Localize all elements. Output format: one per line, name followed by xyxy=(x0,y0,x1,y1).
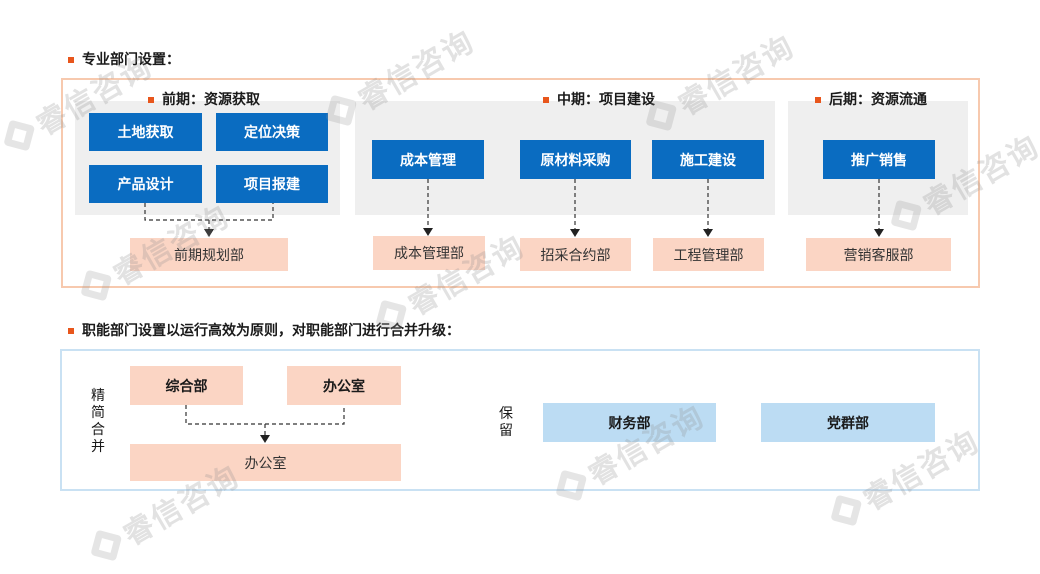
function-construction: 施工建设 xyxy=(652,140,764,179)
keep-label: 保留 xyxy=(499,406,513,439)
retained-party-affairs: 党群部 xyxy=(761,403,935,442)
function-positioning: 定位决策 xyxy=(216,113,328,151)
connector-merge-bracket xyxy=(185,405,345,425)
function-land: 土地获取 xyxy=(89,113,202,151)
arrowhead-icon xyxy=(570,229,580,237)
arrowhead-icon xyxy=(874,229,884,237)
bullet-icon xyxy=(148,97,154,103)
section2-heading-text: 职能部门设置以运行高效为原则，对职能部门进行合并升级： xyxy=(82,323,460,339)
merge-result-office: 办公室 xyxy=(130,444,401,481)
bullet-icon xyxy=(68,328,74,334)
department-engineering: 工程管理部 xyxy=(653,238,764,271)
arrowhead-icon xyxy=(204,229,214,237)
bullet-icon xyxy=(543,97,549,103)
bullet-icon xyxy=(815,97,821,103)
arrowhead-icon xyxy=(260,435,270,443)
department-marketing: 营销客服部 xyxy=(806,238,951,271)
section2-frame xyxy=(60,349,980,491)
retained-finance: 财务部 xyxy=(543,403,716,442)
bullet-icon xyxy=(68,57,74,63)
connector-early-bracket xyxy=(144,203,274,221)
function-project-report: 项目报建 xyxy=(216,165,328,203)
section1-heading-text: 专业部门设置： xyxy=(82,52,180,68)
department-early-planning: 前期规划部 xyxy=(130,238,288,271)
phase-label-early: 前期：资源获取 xyxy=(148,91,260,109)
section2-heading: 职能部门设置以运行高效为原则，对职能部门进行合并升级： xyxy=(68,322,460,340)
section1-heading: 专业部门设置： xyxy=(68,51,180,69)
merge-source-general: 综合部 xyxy=(130,366,243,405)
function-product-design: 产品设计 xyxy=(89,165,202,203)
section1-frame xyxy=(61,78,980,288)
merge-source-office: 办公室 xyxy=(287,366,401,405)
department-cost: 成本管理部 xyxy=(373,236,485,270)
department-procurement: 招采合约部 xyxy=(520,238,631,271)
merge-label: 精简合并 xyxy=(91,388,105,455)
phase-label-late: 后期：资源流通 xyxy=(815,91,927,109)
arrowhead-icon xyxy=(703,229,713,237)
function-promotion: 推广销售 xyxy=(823,140,935,179)
function-material: 原材料采购 xyxy=(520,140,631,179)
arrowhead-icon xyxy=(423,228,433,236)
connector-layer xyxy=(144,179,884,443)
function-cost: 成本管理 xyxy=(372,140,484,179)
phase-label-mid: 中期：项目建设 xyxy=(543,91,655,109)
